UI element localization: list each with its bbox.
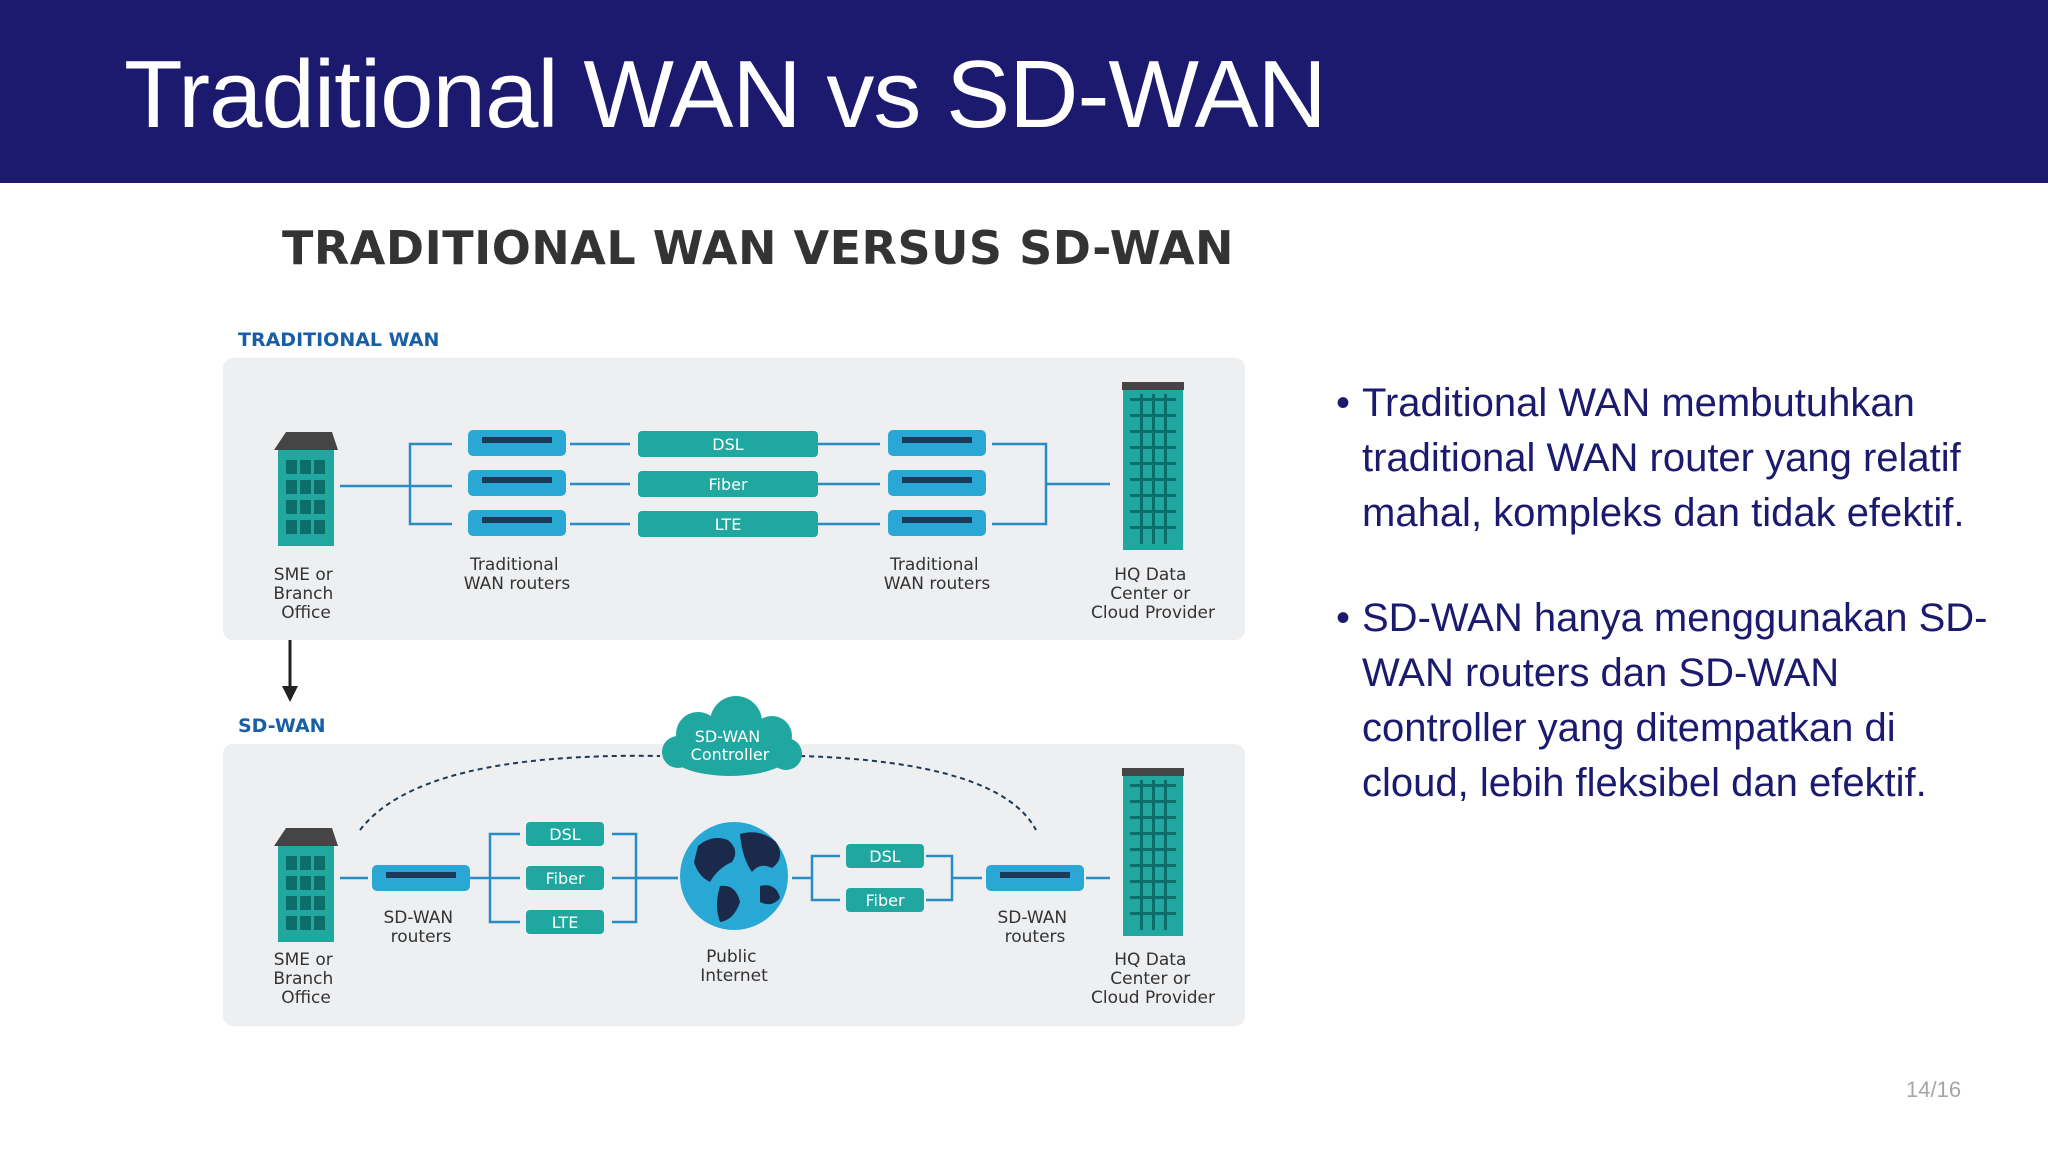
traditional-router-right-1-icon [888, 430, 986, 456]
traditional-router-left-3-icon [468, 510, 566, 536]
slide-header: Traditional WAN vs SD-WAN [0, 0, 2048, 183]
sdwan-controller-label: SD-WAN Controller [691, 727, 770, 764]
sdwan-hq-datacenter-tower-icon [1122, 768, 1184, 936]
sdwan-branch-building-icon [274, 828, 338, 942]
bullet-text: Traditional WAN membutuhkan traditional … [1362, 381, 1965, 535]
diagram-heading: TRADITIONAL WAN VERSUS SD-WAN [282, 222, 1234, 275]
slide-title: Traditional WAN vs SD-WAN [124, 41, 1327, 148]
sdwan-router-left-label: SD-WAN routers [384, 908, 459, 947]
traditional-router-left-1-icon [468, 430, 566, 456]
sdwan-link-left-dsl: DSL [526, 822, 604, 846]
bullet-sd-wan: • SD-WAN hanya menggunakan SD-WAN router… [1336, 591, 1996, 811]
traditional-hq-label: HQ Data Center or Cloud Provider [1091, 565, 1215, 623]
svg-text:DSL: DSL [869, 847, 900, 866]
sdwan-controller-cloud-icon [662, 696, 802, 776]
svg-text:DSL: DSL [549, 825, 580, 844]
hq-datacenter-tower-icon [1122, 382, 1184, 550]
public-internet-globe-icon [680, 822, 788, 930]
wan-comparison-diagram: TRADITIONAL WAN VERSUS SD-WAN TRADITIONA… [220, 222, 1270, 1052]
bullet-traditional-wan: • Traditional WAN membutuhkan traditiona… [1336, 376, 1996, 541]
svg-text:DSL: DSL [712, 435, 743, 454]
sdwan-router-right-label: SD-WAN routers [998, 908, 1073, 947]
svg-text:Fiber: Fiber [545, 869, 584, 888]
traditional-router-left-label: Traditional WAN routers [464, 555, 571, 594]
traditional-site-label: SME or Branch Office [273, 565, 338, 623]
public-internet-label: Public Internet [700, 947, 768, 986]
bullet-marker: • [1336, 596, 1351, 640]
bullet-list: • Traditional WAN membutuhkan traditiona… [1336, 376, 1996, 811]
sdwan-hq-label: HQ Data Center or Cloud Provider [1091, 950, 1215, 1008]
sdwan-link-right-dsl: DSL [846, 844, 924, 868]
traditional-router-left-2-icon [468, 470, 566, 496]
svg-text:LTE: LTE [552, 913, 579, 932]
bullet-text: SD-WAN hanya menggunakan SD-WAN routers … [1362, 596, 1988, 805]
branch-building-icon [274, 432, 338, 546]
sdwan-router-left-icon [372, 865, 470, 891]
traditional-link-fiber: Fiber [638, 471, 818, 497]
traditional-router-right-label: Traditional WAN routers [884, 555, 991, 594]
svg-text:Fiber: Fiber [865, 891, 904, 910]
traditional-link-dsl: DSL [638, 431, 818, 457]
sdwan-link-right-fiber: Fiber [846, 888, 924, 912]
traditional-panel [223, 358, 1245, 640]
controller-link-dashed [359, 754, 661, 831]
traditional-router-right-3-icon [888, 510, 986, 536]
svg-text:Fiber: Fiber [708, 475, 747, 494]
traditional-link-lte: LTE [638, 511, 818, 537]
traditional-router-right-2-icon [888, 470, 986, 496]
page-number: 14/16 [1906, 1077, 1962, 1102]
bullet-marker: • [1336, 381, 1351, 425]
traditional-section-label: TRADITIONAL WAN [238, 329, 439, 351]
sdwan-link-left-lte: LTE [526, 910, 604, 934]
controller-link-dashed-right [799, 755, 1037, 831]
sdwan-site-label: SME or Branch Office [273, 950, 338, 1008]
down-arrow-icon [282, 640, 298, 702]
svg-text:LTE: LTE [715, 515, 742, 534]
sdwan-router-right-icon [986, 865, 1084, 891]
sdwan-section-label: SD-WAN [238, 715, 326, 737]
traditional-connector-lines [340, 442, 1110, 526]
sdwan-link-left-fiber: Fiber [526, 866, 604, 890]
